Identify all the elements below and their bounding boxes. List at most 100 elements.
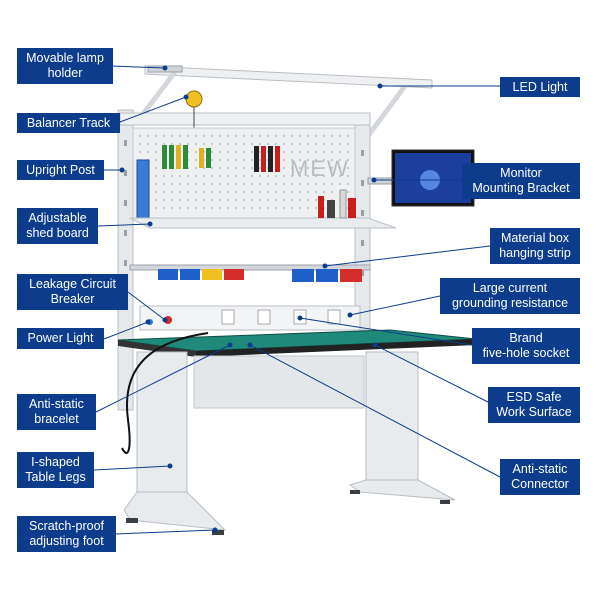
pegboard-hole: [307, 159, 309, 161]
pegboard-hole: [323, 183, 325, 185]
pegboard-hole: [195, 199, 197, 201]
pegboard-hole: [331, 175, 333, 177]
pegboard-hole: [171, 175, 173, 177]
pegboard-hole: [187, 191, 189, 193]
lamp-arm-left: [138, 70, 177, 120]
pegboard-hole: [171, 143, 173, 145]
pegboard-hole: [299, 143, 301, 145]
pegboard-hole: [171, 199, 173, 201]
pegboard-hole: [299, 167, 301, 169]
pegboard-hole: [323, 159, 325, 161]
pegboard-hole: [227, 167, 229, 169]
pegboard-hole: [299, 183, 301, 185]
pegboard-hole: [275, 199, 277, 201]
pegboard-brand-text: MEW: [290, 156, 350, 181]
pegboard-hole: [219, 183, 221, 185]
pegboard-hole: [235, 167, 237, 169]
pegboard-hole: [315, 159, 317, 161]
pegboard-hole: [267, 175, 269, 177]
label-movable-lamp-holder-text: Movable lamp holder: [26, 51, 104, 80]
shelf-items: [318, 189, 356, 219]
screwdrivers-red-black: [254, 146, 280, 172]
label-scratch-proof-adjusting-foot: Scratch-proof adjusting foot: [17, 516, 116, 552]
pegboard-hole: [195, 207, 197, 209]
pegboard-hole: [339, 175, 341, 177]
pegboard-hole: [283, 191, 285, 193]
pegboard-hole: [211, 159, 213, 161]
pegboard-hole: [211, 143, 213, 145]
pegboard-hole: [307, 167, 309, 169]
pegboard-hole: [259, 167, 261, 169]
pegboard-hole: [195, 135, 197, 137]
pegboard-hole: [195, 151, 197, 153]
adjustable-shelf: [129, 217, 397, 229]
pegboard-hole: [347, 159, 349, 161]
spray-can: [136, 159, 150, 219]
pegboard-hole: [307, 199, 309, 201]
label-anti-static-connector-text: Anti-static Connector: [511, 462, 569, 491]
pegboard-hole: [259, 135, 261, 137]
label-balancer-track-text: Balancer Track: [26, 115, 111, 130]
pegboard-hole: [283, 175, 285, 177]
pegboard-hole: [147, 151, 149, 153]
pegboard-hole: [307, 207, 309, 209]
pegboard-hole: [195, 143, 197, 145]
label-brand-five-hole-socket: Brand five-hole socket: [472, 328, 580, 364]
pegboard-hole: [203, 135, 205, 137]
pegboard-hole: [283, 159, 285, 161]
pegboard-hole: [267, 135, 269, 137]
pegboard-hole: [235, 183, 237, 185]
label-power-light-text: Power Light: [27, 331, 94, 345]
pegboard-hole: [163, 199, 165, 201]
pegboard-hole: [195, 191, 197, 193]
pegboard-hole: [243, 151, 245, 153]
pegboard-hole: [299, 175, 301, 177]
pegboard-hole: [291, 191, 293, 193]
pegboard-hole: [227, 191, 229, 193]
pegboard-hole: [219, 151, 221, 153]
pegboard-hole: [275, 143, 277, 145]
pegboard-hole: [259, 191, 261, 193]
pegboard-hole: [219, 159, 221, 161]
pegboard-hole: [323, 175, 325, 177]
material-bins: [158, 269, 362, 282]
pegboard-hole: [251, 159, 253, 161]
label-large-current-grounding-resistance-text: Large current grounding resistance: [451, 281, 569, 310]
pegboard-hole: [195, 175, 197, 177]
pegboard-hole: [179, 183, 181, 185]
pegboard-hole: [171, 135, 173, 137]
pegboard-hole: [275, 135, 277, 137]
pegboard-hole: [243, 191, 245, 193]
pegboard-hole: [155, 199, 157, 201]
pegboard-hole: [155, 191, 157, 193]
pegboard-hole: [211, 135, 213, 137]
pegboard-hole: [195, 159, 197, 161]
pegboard-hole: [235, 207, 237, 209]
pegboard-hole: [203, 207, 205, 209]
pegboard-hole: [235, 175, 237, 177]
pegboard-hole: [163, 207, 165, 209]
pegboard-hole: [315, 183, 317, 185]
pegboard-hole: [275, 175, 277, 177]
pegboard-hole: [307, 191, 309, 193]
pegboard-hole: [251, 151, 253, 153]
pegboard-hole: [235, 159, 237, 161]
pegboard-hole: [163, 135, 165, 137]
pegboard-hole: [291, 175, 293, 177]
pegboard-hole: [147, 135, 149, 137]
pegboard-hole: [331, 183, 333, 185]
label-anti-static-bracelet-text: Anti-static bracelet: [29, 397, 84, 426]
balancer: [185, 90, 203, 108]
pegboard-hole: [267, 143, 269, 145]
pegboard-hole: [139, 135, 141, 137]
pegboard-hole: [331, 191, 333, 193]
pegboard-hole: [219, 175, 221, 177]
pegboard-hole: [299, 135, 301, 137]
pegboard-hole: [259, 175, 261, 177]
pegboard-hole: [251, 207, 253, 209]
pegboard-hole: [243, 199, 245, 201]
pegboard-hole: [187, 183, 189, 185]
label-i-shaped-table-legs: I-shaped Table Legs: [17, 452, 94, 488]
pegboard-hole: [179, 175, 181, 177]
pegboard-hole: [347, 183, 349, 185]
